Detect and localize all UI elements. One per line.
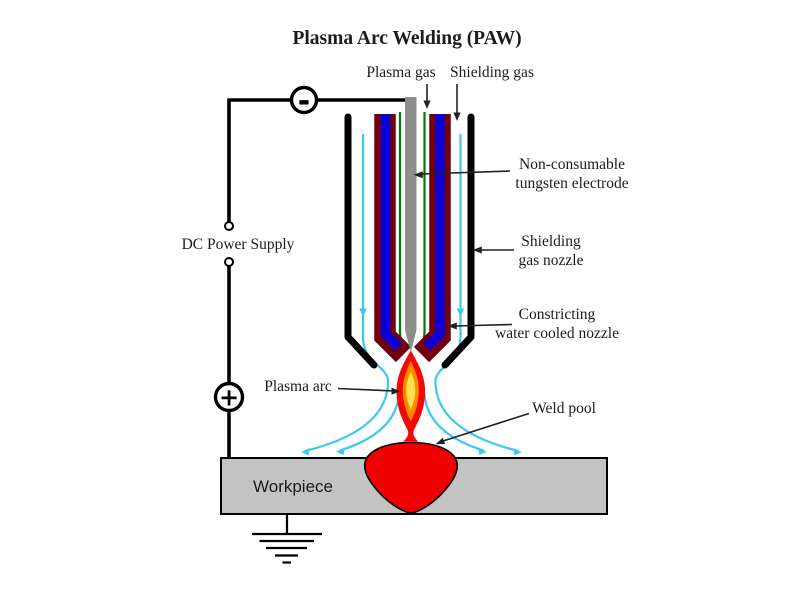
constricting-nozzle-label: Constricting water cooled nozzle [495,305,619,343]
dc-power-supply-label: DC Power Supply [181,236,295,253]
shielding-gas-flow-arrowheads [301,308,522,456]
callout-lines [337,84,530,443]
shielding-nozzle-label-line2: gas nozzle [518,252,584,269]
constricting-nozzle-label-line1: Constricting [518,306,596,323]
supply-terminal-top [224,221,234,231]
cooling-water-channel-left [380,114,402,351]
callout-arrowheads [391,100,482,445]
supply-terminal-bottom [224,257,234,267]
plasma-arc-flame [396,350,426,442]
workpiece-label: Workpiece [253,477,333,496]
negative-terminal-circle [289,85,319,115]
positive-terminal-circle [213,381,245,413]
weld-pool-shape [363,441,459,514]
shielding-gas-label: Shielding gas [450,64,534,81]
tungsten-electrode [405,97,417,353]
electrode-label-line2: tungsten electrode [515,175,629,192]
shielding-nozzle-label-line1: Shielding [521,233,581,250]
electrode-label: Non-consumable tungsten electrode [515,155,628,193]
shielding-gas-nozzle-walls [344,113,475,369]
flame-core-yellow [406,372,416,410]
electrode-label-line1: Non-consumable [519,156,625,173]
weld-pool-label: Weld pool [532,400,596,417]
plasma-arc-label: Plasma arc [264,378,332,395]
positive-terminal-symbol: + [219,384,239,412]
negative-terminal-symbol: - [298,84,310,119]
ground-symbol [252,514,322,564]
page-title: Plasma Arc Welding (PAW) [292,28,522,49]
shielding-nozzle-label: Shielding gas nozzle [519,232,584,270]
circuit-wires [227,98,405,457]
constricting-nozzle-label-line2: water cooled nozzle [495,325,619,342]
cooling-water-channel-right [423,114,445,351]
plasma-gas-label: Plasma gas [366,64,436,81]
